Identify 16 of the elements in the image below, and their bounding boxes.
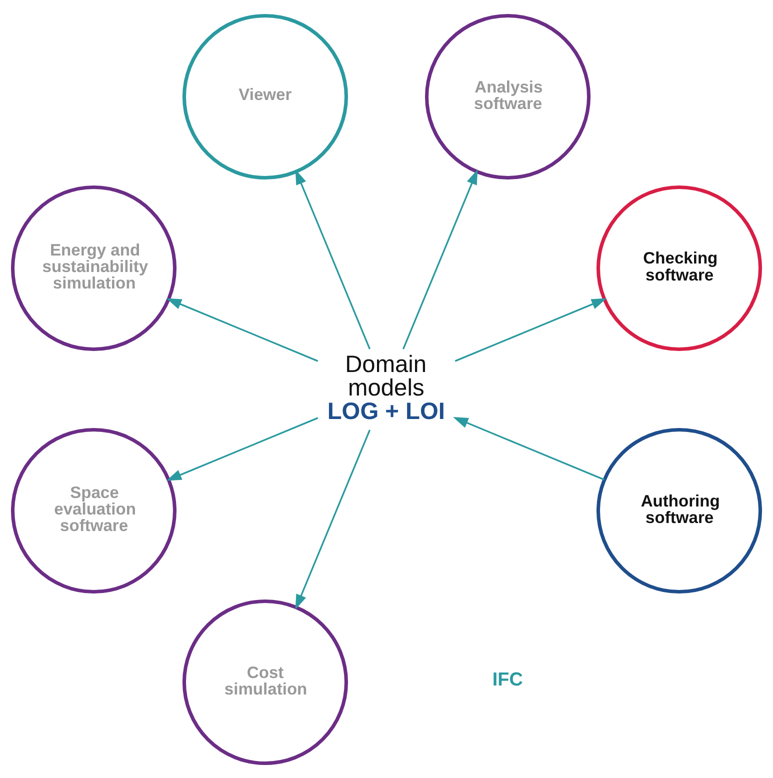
node-circle: Analysis software — [424, 13, 591, 180]
node-circle: Viewer — [182, 13, 348, 180]
arrow — [452, 416, 605, 480]
node-circle: Authoring software — [596, 427, 762, 594]
node-circle: Checking software — [596, 184, 762, 351]
label: IFC — [492, 669, 523, 690]
arrow — [402, 168, 478, 349]
arrow — [166, 416, 318, 480]
arrow — [295, 168, 371, 349]
node-circle: Space evaluation software — [10, 427, 177, 594]
node-text: Domain models LOG + LOI — [327, 351, 445, 425]
node-circle: Cost simulation — [182, 598, 348, 765]
node-circle: Energy and sustainability simulation — [10, 184, 177, 351]
arrow — [454, 298, 607, 362]
arrow — [295, 429, 371, 610]
arrow — [166, 298, 318, 362]
